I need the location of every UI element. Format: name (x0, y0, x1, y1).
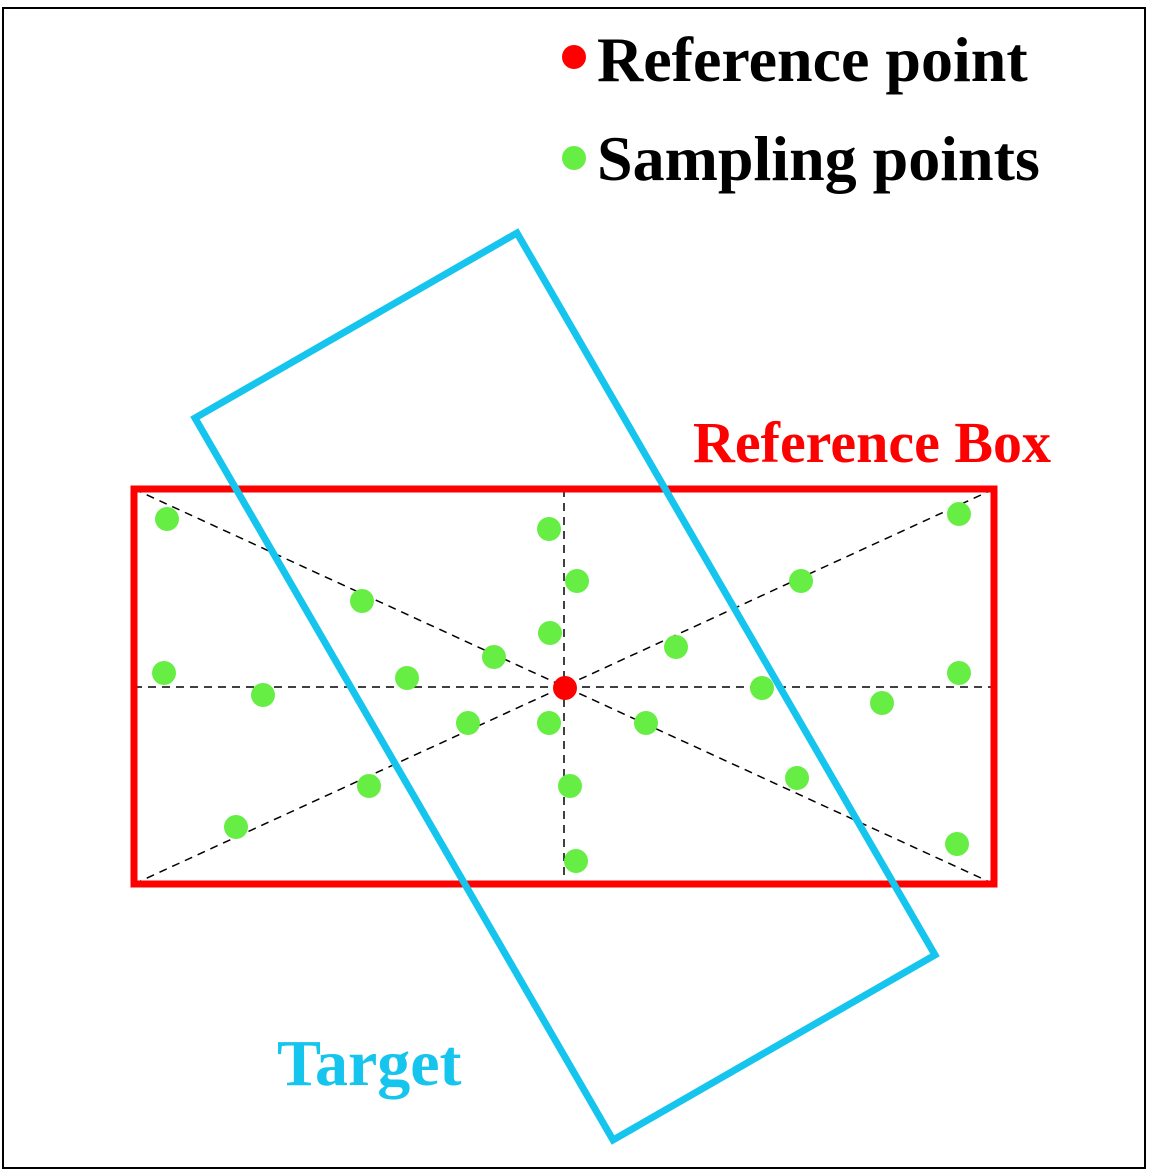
legend-sampling-points-label: Sampling points (597, 123, 1040, 194)
sampling-point (538, 621, 562, 645)
target-label: Target (277, 1027, 462, 1100)
sampling-point (558, 774, 582, 798)
diagonal-line-2 (133, 488, 995, 885)
sampling-points-group (152, 502, 971, 873)
sampling-point (634, 711, 658, 735)
sampling-point (350, 589, 374, 613)
sampling-point (947, 502, 971, 526)
reference-box-label: Reference Box (693, 410, 1051, 475)
sampling-point (870, 691, 894, 715)
sampling-point (155, 507, 179, 531)
sampling-point (537, 517, 561, 541)
sampling-point (152, 661, 176, 685)
sampling-point (750, 676, 774, 700)
reference-box (130, 485, 998, 888)
sampling-point (224, 815, 248, 839)
legend: Reference point Sampling points (562, 24, 1040, 194)
legend-reference-point-marker (562, 45, 586, 69)
sampling-point (537, 711, 561, 735)
sampling-point (664, 635, 688, 659)
reference-point (553, 676, 577, 700)
sampling-point (564, 849, 588, 873)
sampling-point (565, 569, 589, 593)
sampling-point (357, 774, 381, 798)
target-box (190, 228, 940, 1145)
sampling-point (785, 766, 809, 790)
sampling-point (789, 569, 813, 593)
sampling-point (945, 832, 969, 856)
sampling-point (482, 645, 506, 669)
sampling-point (251, 683, 275, 707)
legend-reference-point-label: Reference point (597, 24, 1028, 95)
legend-sampling-points-marker (562, 146, 586, 170)
sampling-point (947, 661, 971, 685)
outer-border (2, 7, 1146, 1169)
sampling-point (456, 711, 480, 735)
sampling-point (395, 666, 419, 690)
